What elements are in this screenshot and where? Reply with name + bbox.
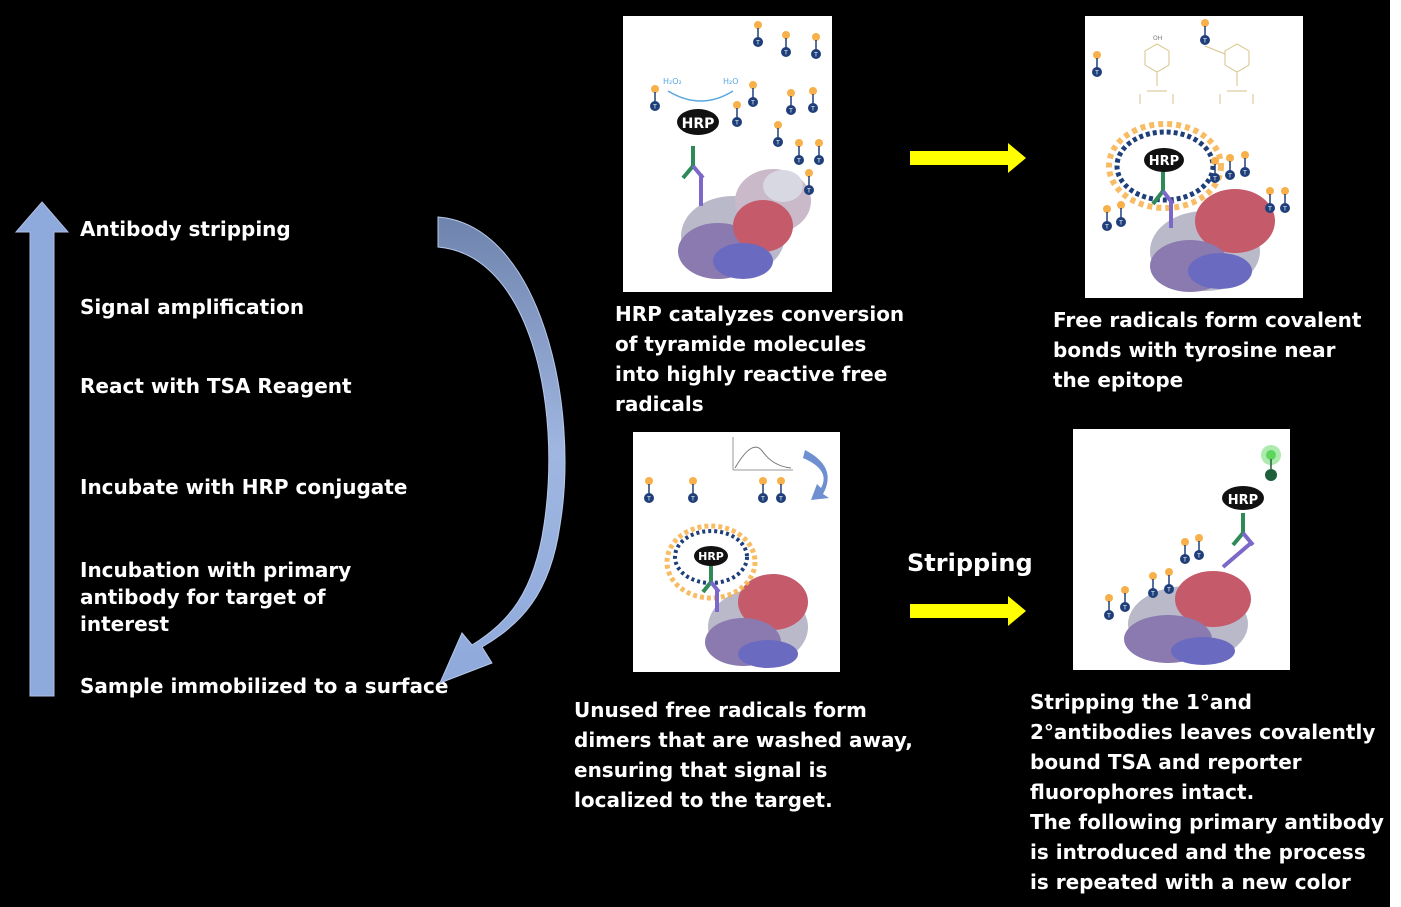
progress-up-arrow bbox=[14, 201, 70, 697]
tyramide-label: T bbox=[1212, 176, 1217, 183]
fluorophore-icon bbox=[1261, 445, 1281, 481]
protein-blob bbox=[705, 574, 808, 668]
caption-stripped-line2: The following primary antibody is introd… bbox=[1030, 810, 1384, 894]
hrp-label: HRP bbox=[1149, 154, 1179, 169]
protein-blob bbox=[1150, 189, 1275, 292]
tyramide-label: T bbox=[750, 100, 755, 107]
tyramide-label: T bbox=[652, 104, 657, 111]
oh-label: OH bbox=[1153, 35, 1162, 42]
tyramide-label: T bbox=[1242, 170, 1247, 177]
tyramide-label: T bbox=[1196, 553, 1201, 560]
hrp-enzyme-icon bbox=[694, 546, 728, 566]
tyramide-label: T bbox=[1282, 206, 1287, 213]
yellow-arrow-bottom bbox=[910, 596, 1026, 626]
tyramide-label: T bbox=[646, 496, 651, 503]
antibody-icon bbox=[681, 146, 705, 206]
tyramide-label: T bbox=[810, 106, 815, 113]
tyramide-label: T bbox=[1122, 605, 1127, 612]
panel-dimers-washed: HRP T T T T bbox=[633, 432, 840, 672]
tyramide-label: T bbox=[1094, 70, 1099, 77]
protein-blob bbox=[1124, 571, 1251, 665]
step-incubate-hrp: Incubate with HRP conjugate bbox=[80, 475, 408, 499]
tyramide-label: T bbox=[1106, 613, 1111, 620]
caption-stripped-line1: Stripping the 1°and 2°antibodies leaves … bbox=[1030, 690, 1376, 804]
tyramide-label: T bbox=[1166, 587, 1171, 594]
antibody-icon bbox=[701, 564, 721, 612]
tyramide-label: T bbox=[1202, 38, 1207, 45]
kinetics-graph-icon bbox=[732, 437, 793, 471]
step-sample-immobilized: Sample immobilized to a surface bbox=[80, 674, 449, 698]
caption-stripped-antibodies: Stripping the 1°and 2°antibodies leaves … bbox=[1030, 687, 1390, 897]
hrp-enzyme-icon bbox=[1222, 486, 1264, 510]
bound-tyramide-cluster bbox=[1106, 121, 1224, 211]
tyramide-label: T bbox=[1182, 557, 1187, 564]
tyramide-label: T bbox=[788, 108, 793, 115]
tyramide-label: T bbox=[775, 140, 780, 147]
tyramide-label: T bbox=[690, 496, 695, 503]
cycle-curved-arrow bbox=[437, 216, 566, 684]
tyramide-label: T bbox=[1104, 224, 1109, 231]
caption-hrp-catalysis: HRP catalyzes conversion of tyramide mol… bbox=[615, 302, 905, 416]
hrp-label: HRP bbox=[1228, 493, 1258, 508]
tyramide-label: T bbox=[806, 188, 811, 195]
tyramide-label: T bbox=[1150, 591, 1155, 598]
step-primary-antibody: Incubation with primary antibody for tar… bbox=[80, 558, 352, 636]
tyramide-molecules: T T T T T T bbox=[1104, 534, 1204, 620]
hrp-enzyme-icon bbox=[677, 109, 719, 135]
step-react-tsa: React with TSA Reagent bbox=[80, 374, 352, 398]
panel-hrp-catalysis: H₂O₂ H₂O HRP T T T T T T T T T T T T bbox=[623, 16, 832, 292]
tyramide-label: T bbox=[783, 50, 788, 57]
stripped-antibodies-illustration: HRP T T T T T T bbox=[1104, 445, 1281, 665]
panel-covalent-bonds: OH HRP T T T T T T T T bbox=[1085, 16, 1303, 298]
tyramide-label: T bbox=[760, 496, 765, 503]
yellow-arrow-top bbox=[910, 143, 1026, 173]
tyramide-label: T bbox=[1267, 206, 1272, 213]
h2o2-label: H₂O₂ bbox=[663, 77, 682, 86]
tyrosine-structure-diagram bbox=[1139, 43, 1254, 104]
caption-dimers-washed: Unused free radicals form dimers that ar… bbox=[574, 698, 913, 812]
step-signal-amplification: Signal amplification bbox=[80, 295, 305, 319]
tyramide-label: T bbox=[755, 40, 760, 47]
tyramide-label: T bbox=[734, 120, 739, 127]
hrp-label: HRP bbox=[682, 116, 715, 132]
recycle-arrow-icon bbox=[803, 450, 829, 500]
dimers-illustration: HRP T T T T bbox=[644, 437, 829, 668]
covalent-bonds-illustration: OH HRP T T T T T T T T bbox=[1092, 19, 1290, 292]
hrp-catalysis-illustration: H₂O₂ H₂O HRP T T T T T T T T T T T T bbox=[650, 21, 824, 279]
antibody-icon bbox=[1151, 171, 1175, 228]
tyramide-label: T bbox=[816, 158, 821, 165]
hrp-enzyme-icon bbox=[1144, 148, 1184, 172]
h2o-label: H₂O bbox=[723, 77, 739, 86]
tyramide-molecules: T T T T T T T T T T T T bbox=[650, 21, 824, 195]
panel-stripped-antibodies: HRP T T T T T T bbox=[1073, 429, 1290, 670]
tyramide-label: T bbox=[1227, 173, 1232, 180]
hrp-label: HRP bbox=[698, 550, 724, 563]
tyramide-label: T bbox=[778, 496, 783, 503]
stripping-label: Stripping bbox=[907, 549, 1033, 577]
tyramide-molecules: T T T T T T T T T bbox=[1092, 19, 1290, 231]
tyramide-molecules: T T T T bbox=[644, 477, 786, 503]
right-edge-strip bbox=[1390, 0, 1401, 907]
tyramide-label: T bbox=[796, 158, 801, 165]
protein-blob bbox=[678, 169, 811, 279]
antibody-icon bbox=[1221, 513, 1255, 569]
tyramide-label: T bbox=[813, 52, 818, 59]
tyramide-label: T bbox=[1118, 220, 1123, 227]
step-antibody-stripping: Antibody stripping bbox=[80, 217, 291, 241]
caption-covalent-bonds: Free radicals form covalent bonds with t… bbox=[1053, 308, 1362, 392]
